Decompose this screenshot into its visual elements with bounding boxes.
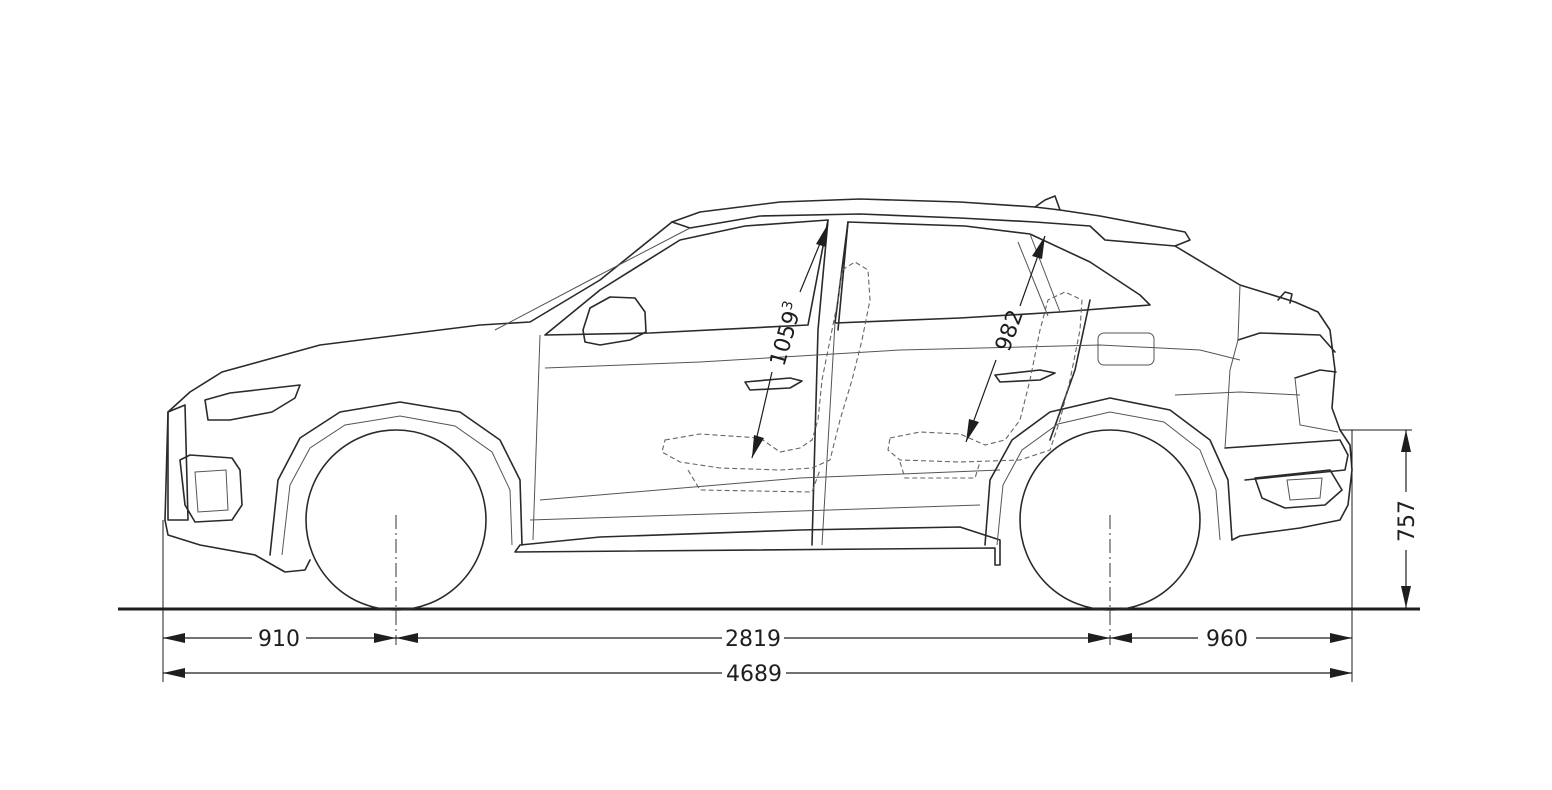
overall-length-dimension: 4689 (163, 662, 1352, 687)
front-overhang-label: 910 (258, 627, 300, 652)
rear-height-dimension: 757 (1395, 430, 1420, 608)
seat-outlines (661, 261, 1083, 493)
rear-headroom-dimension: 982 (965, 235, 1046, 443)
wheelbase-label: 2819 (725, 627, 781, 652)
fuel-flap (1097, 332, 1155, 366)
car-outline (164, 195, 1353, 573)
rear-wheel (1019, 429, 1201, 611)
front-headroom-footnote: 3 (779, 299, 797, 312)
wheelbase-dimension: 2819 (396, 627, 1110, 652)
rear-headroom-label: 982 (991, 307, 1029, 355)
rear-overhang-label: 960 (1206, 627, 1248, 652)
overall-length-label: 4689 (726, 662, 782, 687)
rear-overhang-dimension: 960 (1110, 627, 1352, 652)
rear-height-label: 757 (1395, 500, 1420, 542)
front-overhang-dimension: 910 (163, 627, 396, 652)
front-wheel (305, 429, 487, 611)
front-headroom-value: 1059 (766, 308, 805, 369)
front-headroom-label: 10593 (764, 299, 808, 369)
